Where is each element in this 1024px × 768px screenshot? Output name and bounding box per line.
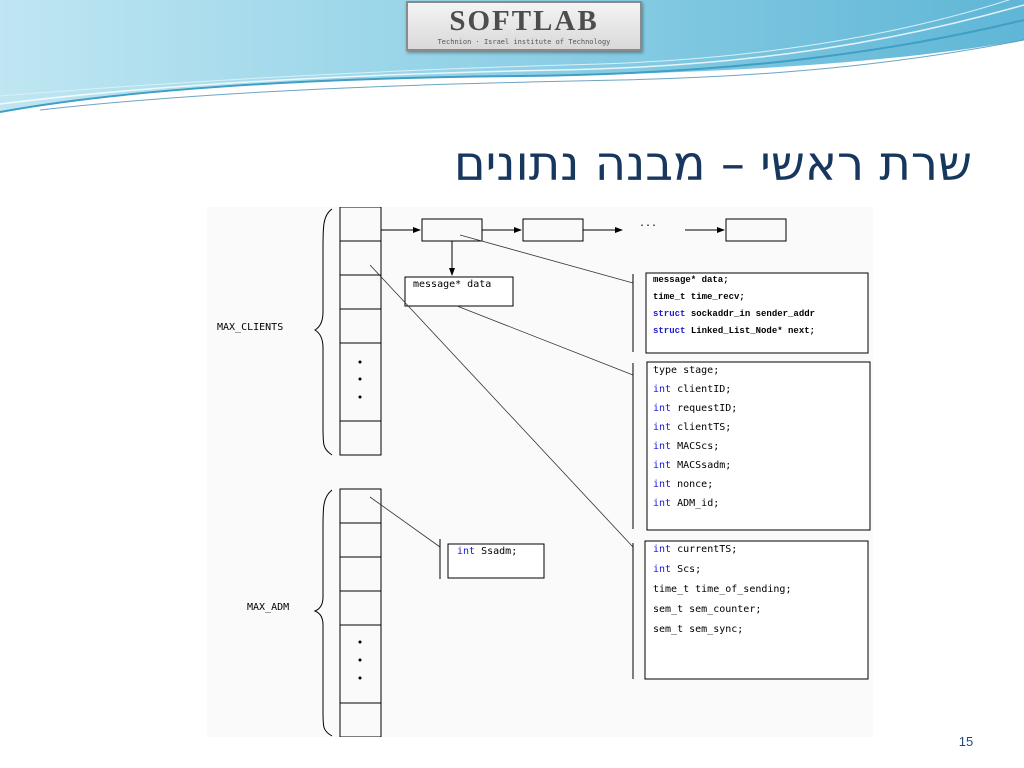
message-field-name: MACSsadm; [677,460,731,471]
client-field-name: currentTS; [677,544,737,555]
node-field-type: struct [653,309,685,319]
client-field-type: int [653,544,671,555]
logo-name: SOFTLAB [449,5,599,37]
svg-text:time_t time_recv;: time_t time_recv; [653,292,745,302]
message-field-type: int [653,498,671,509]
node-field-type: message* data; [653,275,729,285]
svg-text:int MACScs;: int MACScs; [653,441,719,452]
svg-text:int requestID;: int requestID; [653,403,737,414]
message-field-type: int [653,479,671,490]
message-field-type: int [653,441,671,452]
ssadm-name: Ssadm; [481,546,517,557]
max-adm-label: MAX_ADM [247,602,289,613]
list-ellipsis: ... [639,218,657,229]
svg-text:int nonce;: int nonce; [653,479,713,490]
svg-text:int Scs;: int Scs; [653,564,701,575]
svg-text:int ADM_id;: int ADM_id; [653,498,719,509]
softlab-logo: SOFTLAB Technion · Israel institute of T… [406,1,642,51]
svg-text:time_t time_of_sending;: time_t time_of_sending; [653,584,791,595]
logo-subtitle: Technion · Israel institute of Technolog… [437,38,611,46]
node-struct-fields: message* data; time_t time_recv; struct … [653,275,815,336]
linked-list [381,218,787,276]
svg-text:struct Linked_List_Node* next;: struct Linked_List_Node* next; [653,326,815,336]
message-struct-box: type stage; int clientID; int requestID;… [632,361,871,531]
clients-brace [314,208,333,456]
message-field-name: MACScs; [677,441,719,452]
client-field-type: int [653,564,671,575]
client-struct-box: int currentTS; int Scs; time_t time_of_s… [632,540,869,680]
svg-text:int Ssadm;: int Ssadm; [457,546,517,557]
node-field-name: Linked_List_Node* next; [691,326,815,336]
node-field-type: time_t time_recv; [653,292,745,302]
diagram-canvas: MAX_CLIENTS MAX_ADM [217,207,871,737]
client-field-type: sem_t sem_sync; [653,624,743,635]
svg-text:int clientID;: int clientID; [653,384,731,395]
svg-text:int clientTS;: int clientTS; [653,422,731,433]
message-field-name: clientTS; [677,422,731,433]
message-field-name: clientID; [677,384,731,395]
clients-array [339,207,382,456]
svg-text:struct sockaddr_in sender_addr: struct sockaddr_in sender_addr [653,309,815,319]
data-structure-diagram: MAX_CLIENTS MAX_ADM [207,207,873,737]
client-field-type: sem_t sem_counter; [653,604,761,615]
page-number: 15 [958,734,974,749]
svg-text:type stage;: type stage; [653,365,719,376]
client-field-name: Scs; [677,564,701,575]
clients-array-dots [358,360,362,399]
message-field-name: ADM_id; [677,498,719,509]
message-field-type: int [653,460,671,471]
header-wave-art [0,0,1024,113]
message-field-type: type stage; [653,365,719,376]
adm-brace [313,489,333,737]
ssadm-type: int [457,546,475,557]
max-clients-label: MAX_CLIENTS [217,322,283,333]
svg-text:message* data;: message* data; [653,275,729,285]
message-struct-fields: type stage; int clientID; int requestID;… [653,365,737,509]
adm-array-dots [358,640,362,680]
client-field-type: time_t time_of_sending; [653,584,791,595]
client-struct-fields: int currentTS; int Scs; time_t time_of_s… [653,544,791,635]
message-field-name: nonce; [677,479,713,490]
message-field-name: requestID; [677,403,737,414]
message-data-box [404,276,514,307]
svg-text:int MACSsadm;: int MACSsadm; [653,460,731,471]
message-field-type: int [653,403,671,414]
svg-text:int currentTS;: int currentTS; [653,544,737,555]
zoom-connectors [369,234,634,548]
node-struct-box: message* data; time_t time_recv; struct … [632,272,869,354]
message-data-label: message* data [413,279,491,290]
slide-title: שרת ראשי – מבנה נתונים [453,136,972,192]
svg-text:sem_t sem_counter;: sem_t sem_counter; [653,604,761,615]
svg-text:sem_t sem_sync;: sem_t sem_sync; [653,624,743,635]
message-field-type: int [653,422,671,433]
adm-array [339,488,382,737]
node-field-name: sockaddr_in sender_addr [691,309,815,319]
message-field-type: int [653,384,671,395]
ssadm-box: int Ssadm; [439,539,545,579]
node-field-type: struct [653,326,685,336]
